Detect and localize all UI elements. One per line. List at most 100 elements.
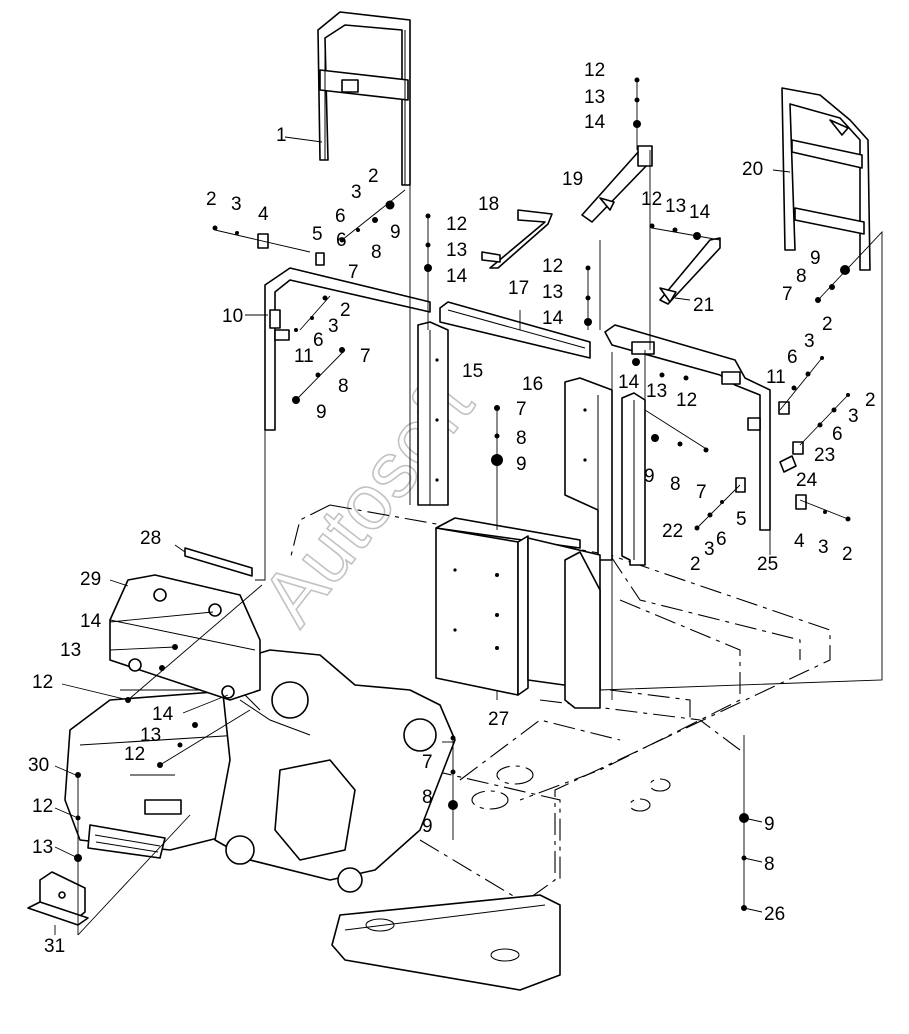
label-part-6: 6 <box>336 230 347 251</box>
label-part-5: 5 <box>736 509 747 530</box>
label-part-12: 12 <box>124 744 145 765</box>
label-part-9: 9 <box>764 814 775 835</box>
part-11-block-right <box>778 401 790 415</box>
label-part-13: 13 <box>446 240 467 261</box>
label-part-3: 3 <box>231 194 242 215</box>
part-1-upright-frame <box>317 11 411 186</box>
label-part-18: 18 <box>478 194 499 215</box>
main-frame <box>289 504 831 936</box>
label-part-8: 8 <box>796 266 807 287</box>
label-part-16: 16 <box>522 374 543 395</box>
label-part-9: 9 <box>316 402 327 423</box>
label-part-6: 6 <box>716 529 727 550</box>
label-part-14: 14 <box>542 308 564 329</box>
label-part-4: 4 <box>794 531 805 552</box>
label-part-14: 14 <box>689 202 711 223</box>
label-part-12: 12 <box>32 672 53 693</box>
label-part-8: 8 <box>516 428 527 449</box>
label-part-7: 7 <box>422 752 433 773</box>
label-part-3: 3 <box>351 182 362 203</box>
part-10-L-frame <box>264 267 431 431</box>
part-19-bracket <box>581 145 653 223</box>
label-part-2: 2 <box>842 544 853 565</box>
label-part-8: 8 <box>371 242 382 263</box>
label-part-9: 9 <box>644 466 655 487</box>
label-part-11: 11 <box>294 346 314 367</box>
left-side-frame <box>64 649 456 893</box>
label-part-2: 2 <box>865 390 876 411</box>
label-part-11: 11 <box>766 367 786 388</box>
label-part-12: 12 <box>32 796 53 817</box>
label-part-6: 6 <box>313 330 324 351</box>
label-part-17: 17 <box>508 278 529 299</box>
part-25-L-frame <box>604 324 771 531</box>
label-part-13: 13 <box>32 837 53 858</box>
label-part-12: 12 <box>676 390 697 411</box>
leader-lines <box>54 80 883 936</box>
label-part-8: 8 <box>670 474 681 495</box>
label-part-8: 8 <box>338 376 349 397</box>
part-15-vertical-plate <box>417 321 449 506</box>
label-part-8: 8 <box>422 787 433 808</box>
label-part-22: 22 <box>662 521 683 542</box>
part-16-vertical-plate <box>564 377 613 561</box>
label-part-8: 8 <box>764 854 775 875</box>
label-part-26: 26 <box>764 904 785 925</box>
part-20-upright-frame <box>781 87 871 271</box>
label-part-3: 3 <box>704 539 715 560</box>
label-part-14: 14 <box>618 372 640 393</box>
label-part-7: 7 <box>348 262 359 283</box>
part-29-cover-box <box>109 574 261 701</box>
label-part-7: 7 <box>696 482 707 503</box>
part-22-channel <box>621 392 646 566</box>
label-part-3: 3 <box>804 331 815 352</box>
label-part-2: 2 <box>340 300 351 321</box>
label-part-12: 12 <box>446 214 467 235</box>
label-part-24: 24 <box>796 470 818 491</box>
label-part-30: 30 <box>28 755 49 776</box>
label-part-28: 28 <box>140 528 161 549</box>
label-part-6: 6 <box>335 206 346 227</box>
label-part-13: 13 <box>542 282 563 303</box>
part-5-clip-left <box>315 252 325 266</box>
label-part-6: 6 <box>832 424 843 445</box>
part-21-bracket <box>659 237 721 305</box>
label-part-13: 13 <box>60 640 81 661</box>
label-part-3: 3 <box>848 406 859 427</box>
part-23-pad <box>792 441 804 455</box>
part-27-counterweight-block <box>435 517 601 709</box>
part-17-beam <box>439 301 591 359</box>
label-part-13: 13 <box>140 725 161 746</box>
part-28-strip <box>184 547 253 577</box>
label-part-29: 29 <box>80 569 101 590</box>
label-part-12: 12 <box>584 60 605 81</box>
label-part-15: 15 <box>462 361 483 382</box>
label-part-25: 25 <box>757 554 778 575</box>
label-part-2: 2 <box>368 166 379 187</box>
label-part-12: 12 <box>641 189 662 210</box>
label-part-7: 7 <box>516 399 527 420</box>
part-labels: 1 2 3 4 5 6 7 8 9 2 3 6 7 8 9 10 11 2 3 … <box>28 60 876 957</box>
label-part-2: 2 <box>822 314 833 335</box>
label-part-14: 14 <box>446 266 468 287</box>
counterweight-base <box>331 894 561 991</box>
label-part-3: 3 <box>818 537 829 558</box>
label-part-6: 6 <box>787 347 798 368</box>
part-5-clip-right <box>735 477 746 493</box>
label-part-2: 2 <box>206 189 217 210</box>
label-part-20: 20 <box>742 159 763 180</box>
part-24-fitting <box>779 455 797 473</box>
label-part-31: 31 <box>44 936 65 957</box>
label-part-9: 9 <box>390 222 401 243</box>
label-part-9: 9 <box>810 248 821 269</box>
label-part-1: 1 <box>276 125 287 146</box>
label-part-7: 7 <box>360 346 371 367</box>
label-part-27: 27 <box>488 709 509 730</box>
label-part-12: 12 <box>542 256 563 277</box>
label-part-9: 9 <box>422 816 433 837</box>
label-part-10: 10 <box>222 306 243 327</box>
label-part-13: 13 <box>646 381 667 402</box>
label-part-23: 23 <box>814 445 835 466</box>
